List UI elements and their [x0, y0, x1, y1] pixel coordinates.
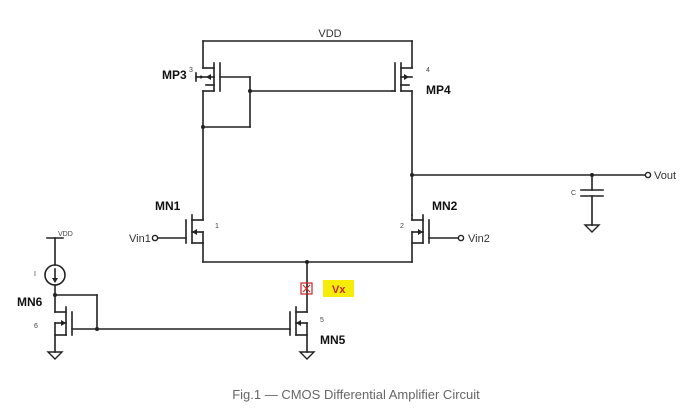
- cap-label: C: [571, 190, 576, 197]
- mn5-label: MN5: [320, 333, 346, 347]
- transistor-mp3: 3 MP3: [162, 62, 251, 128]
- mn6-label: MN6: [17, 295, 43, 309]
- transistor-mn2: Vin2 2 MN2: [400, 199, 490, 263]
- mn2-pin: 2: [400, 223, 404, 230]
- mp3-label: MP3: [162, 68, 187, 82]
- current-source-label: I: [34, 271, 36, 278]
- vdd-left-label: VDD: [58, 231, 73, 238]
- transistor-mn6: 6 MN6: [17, 293, 99, 360]
- transistor-mn5: 5 MN5: [96, 306, 346, 360]
- mn5-pin: 5: [320, 317, 324, 324]
- vdd-top-label: VDD: [318, 28, 341, 40]
- vdd-rail: VDD: [202, 28, 413, 69]
- transistor-mn1: Vin1 1 MN1: [129, 126, 219, 263]
- vx-highlight: [323, 280, 354, 297]
- mp4-pin: 4: [426, 67, 430, 74]
- vin2-terminal: [457, 234, 465, 242]
- vx-probe[interactable]: Vx: [300, 280, 354, 297]
- mn6-pin: 6: [34, 323, 38, 330]
- vin2-label: Vin2: [468, 233, 490, 245]
- mp3-diode-connection: [201, 76, 393, 129]
- output-node: Vout: [410, 170, 676, 182]
- mn2-label: MN2: [432, 199, 458, 213]
- vout-terminal: [644, 171, 652, 179]
- vout-label: Vout: [654, 170, 676, 182]
- current-source: VDD I: [34, 231, 73, 296]
- mp4-label: MP4: [426, 83, 451, 97]
- ground-icon: [298, 351, 316, 360]
- ground-icon: [46, 351, 64, 360]
- mn1-pin: 1: [215, 223, 219, 230]
- mn1-label: MN1: [155, 199, 181, 213]
- probe-icon[interactable]: [300, 282, 313, 295]
- vin1-label: Vin1: [129, 233, 151, 245]
- vin1-terminal: [151, 234, 159, 242]
- output-capacitor: C: [571, 173, 604, 233]
- figure-caption: Fig.1 — CMOS Differential Amplifier Circ…: [232, 387, 480, 402]
- ground-icon: [583, 224, 601, 233]
- tail-node: [202, 260, 413, 313]
- transistor-mp4: 4 MP4: [391, 62, 451, 216]
- vx-label: Vx: [332, 284, 346, 296]
- mp3-pin: 3: [189, 67, 193, 74]
